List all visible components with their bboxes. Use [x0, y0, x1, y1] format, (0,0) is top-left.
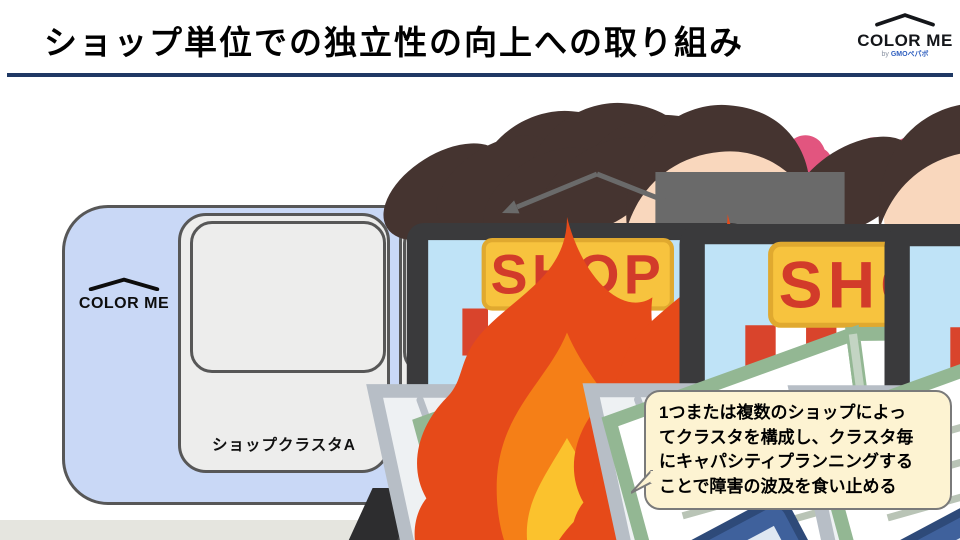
footer-bar	[0, 520, 960, 540]
callout-text-line: ことで障害の波及を食い止める	[659, 476, 897, 496]
cluster-a-shops-group	[190, 221, 386, 373]
callout-tail	[631, 470, 653, 494]
page-title: ショップ単位での独立性の向上への取り組み	[44, 24, 744, 61]
cluster-b-shops-group	[403, 221, 580, 374]
cluster-c-shops-group	[606, 221, 796, 373]
capacity-planning-callout: 1つまたは複数のショップによっ てクラスタを構成し、クラスタ毎 にキャパシティプ…	[631, 390, 952, 510]
cluster-a-label: ショップクラスタA	[212, 437, 356, 454]
callout-text-line: てクラスタを構成し、クラスタ毎	[659, 427, 914, 447]
colorme-logo-header: COLOR ME by GMOペパボ	[857, 12, 953, 58]
colorme-logo-text: COLOR ME	[857, 31, 953, 50]
title-underline	[7, 73, 953, 77]
callout-text-line: にキャパシティプランニングする	[659, 452, 913, 471]
callout-text-line: 1つまたは複数のショップによっ	[659, 403, 906, 422]
cluster-b-label: ショップクラスタB	[419, 437, 564, 454]
colorme-logo-subtext: by GMOペパボ	[881, 51, 929, 58]
colorme-logo-platform: COLOR ME	[74, 277, 174, 312]
colorme-logo-text: COLOR ME	[78, 295, 170, 312]
roof-icon	[85, 277, 163, 295]
roof-icon	[874, 12, 936, 31]
